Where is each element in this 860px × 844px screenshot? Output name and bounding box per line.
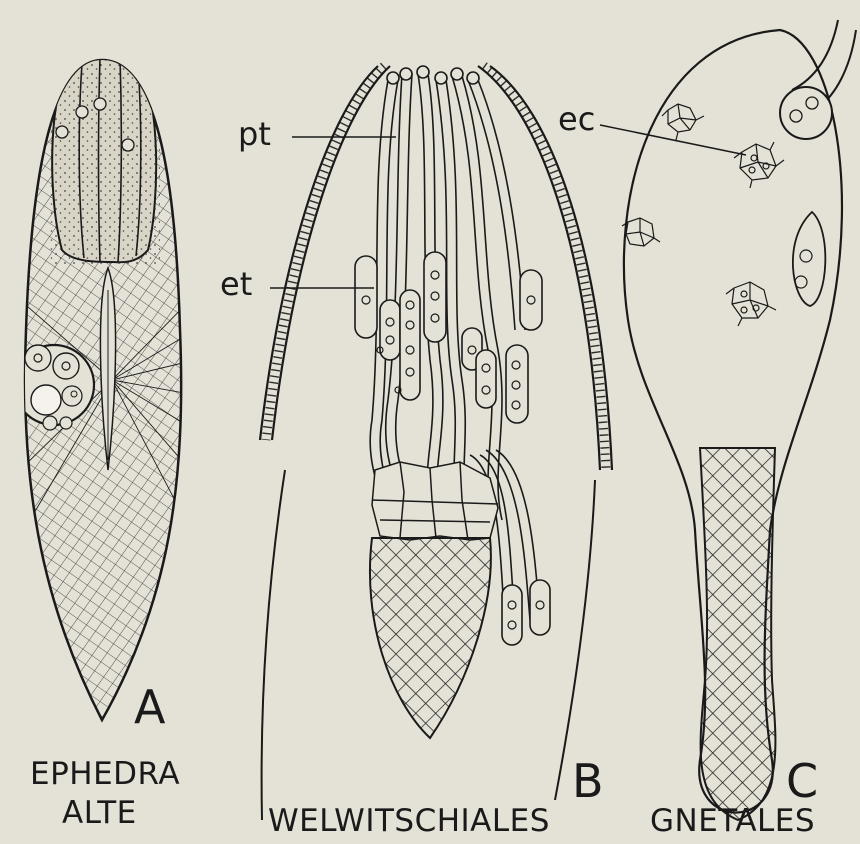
caption-c: GNETALES xyxy=(650,806,815,837)
panel-b-letter: B xyxy=(572,758,604,804)
panel-a-letter: A xyxy=(134,684,165,730)
label-ec: ec xyxy=(558,103,595,135)
panel-c-letter: C xyxy=(786,758,818,804)
panel-c-suspensor xyxy=(700,448,775,820)
caption-b: WELWITSCHIALES xyxy=(268,806,550,837)
panel-b-embryo xyxy=(370,538,491,738)
caption-a-line2: ALTE xyxy=(62,798,137,829)
panel-c-tube-tip xyxy=(780,87,832,139)
panel-b-drawing xyxy=(260,66,612,820)
label-et: et xyxy=(220,268,252,300)
panel-b-prothallial-cells xyxy=(372,462,498,540)
panel-a-drawing xyxy=(14,58,195,720)
panel-c-drawing xyxy=(600,20,856,820)
label-pt: pt xyxy=(238,118,271,150)
caption-a-line1: EPHEDRA xyxy=(30,759,180,790)
